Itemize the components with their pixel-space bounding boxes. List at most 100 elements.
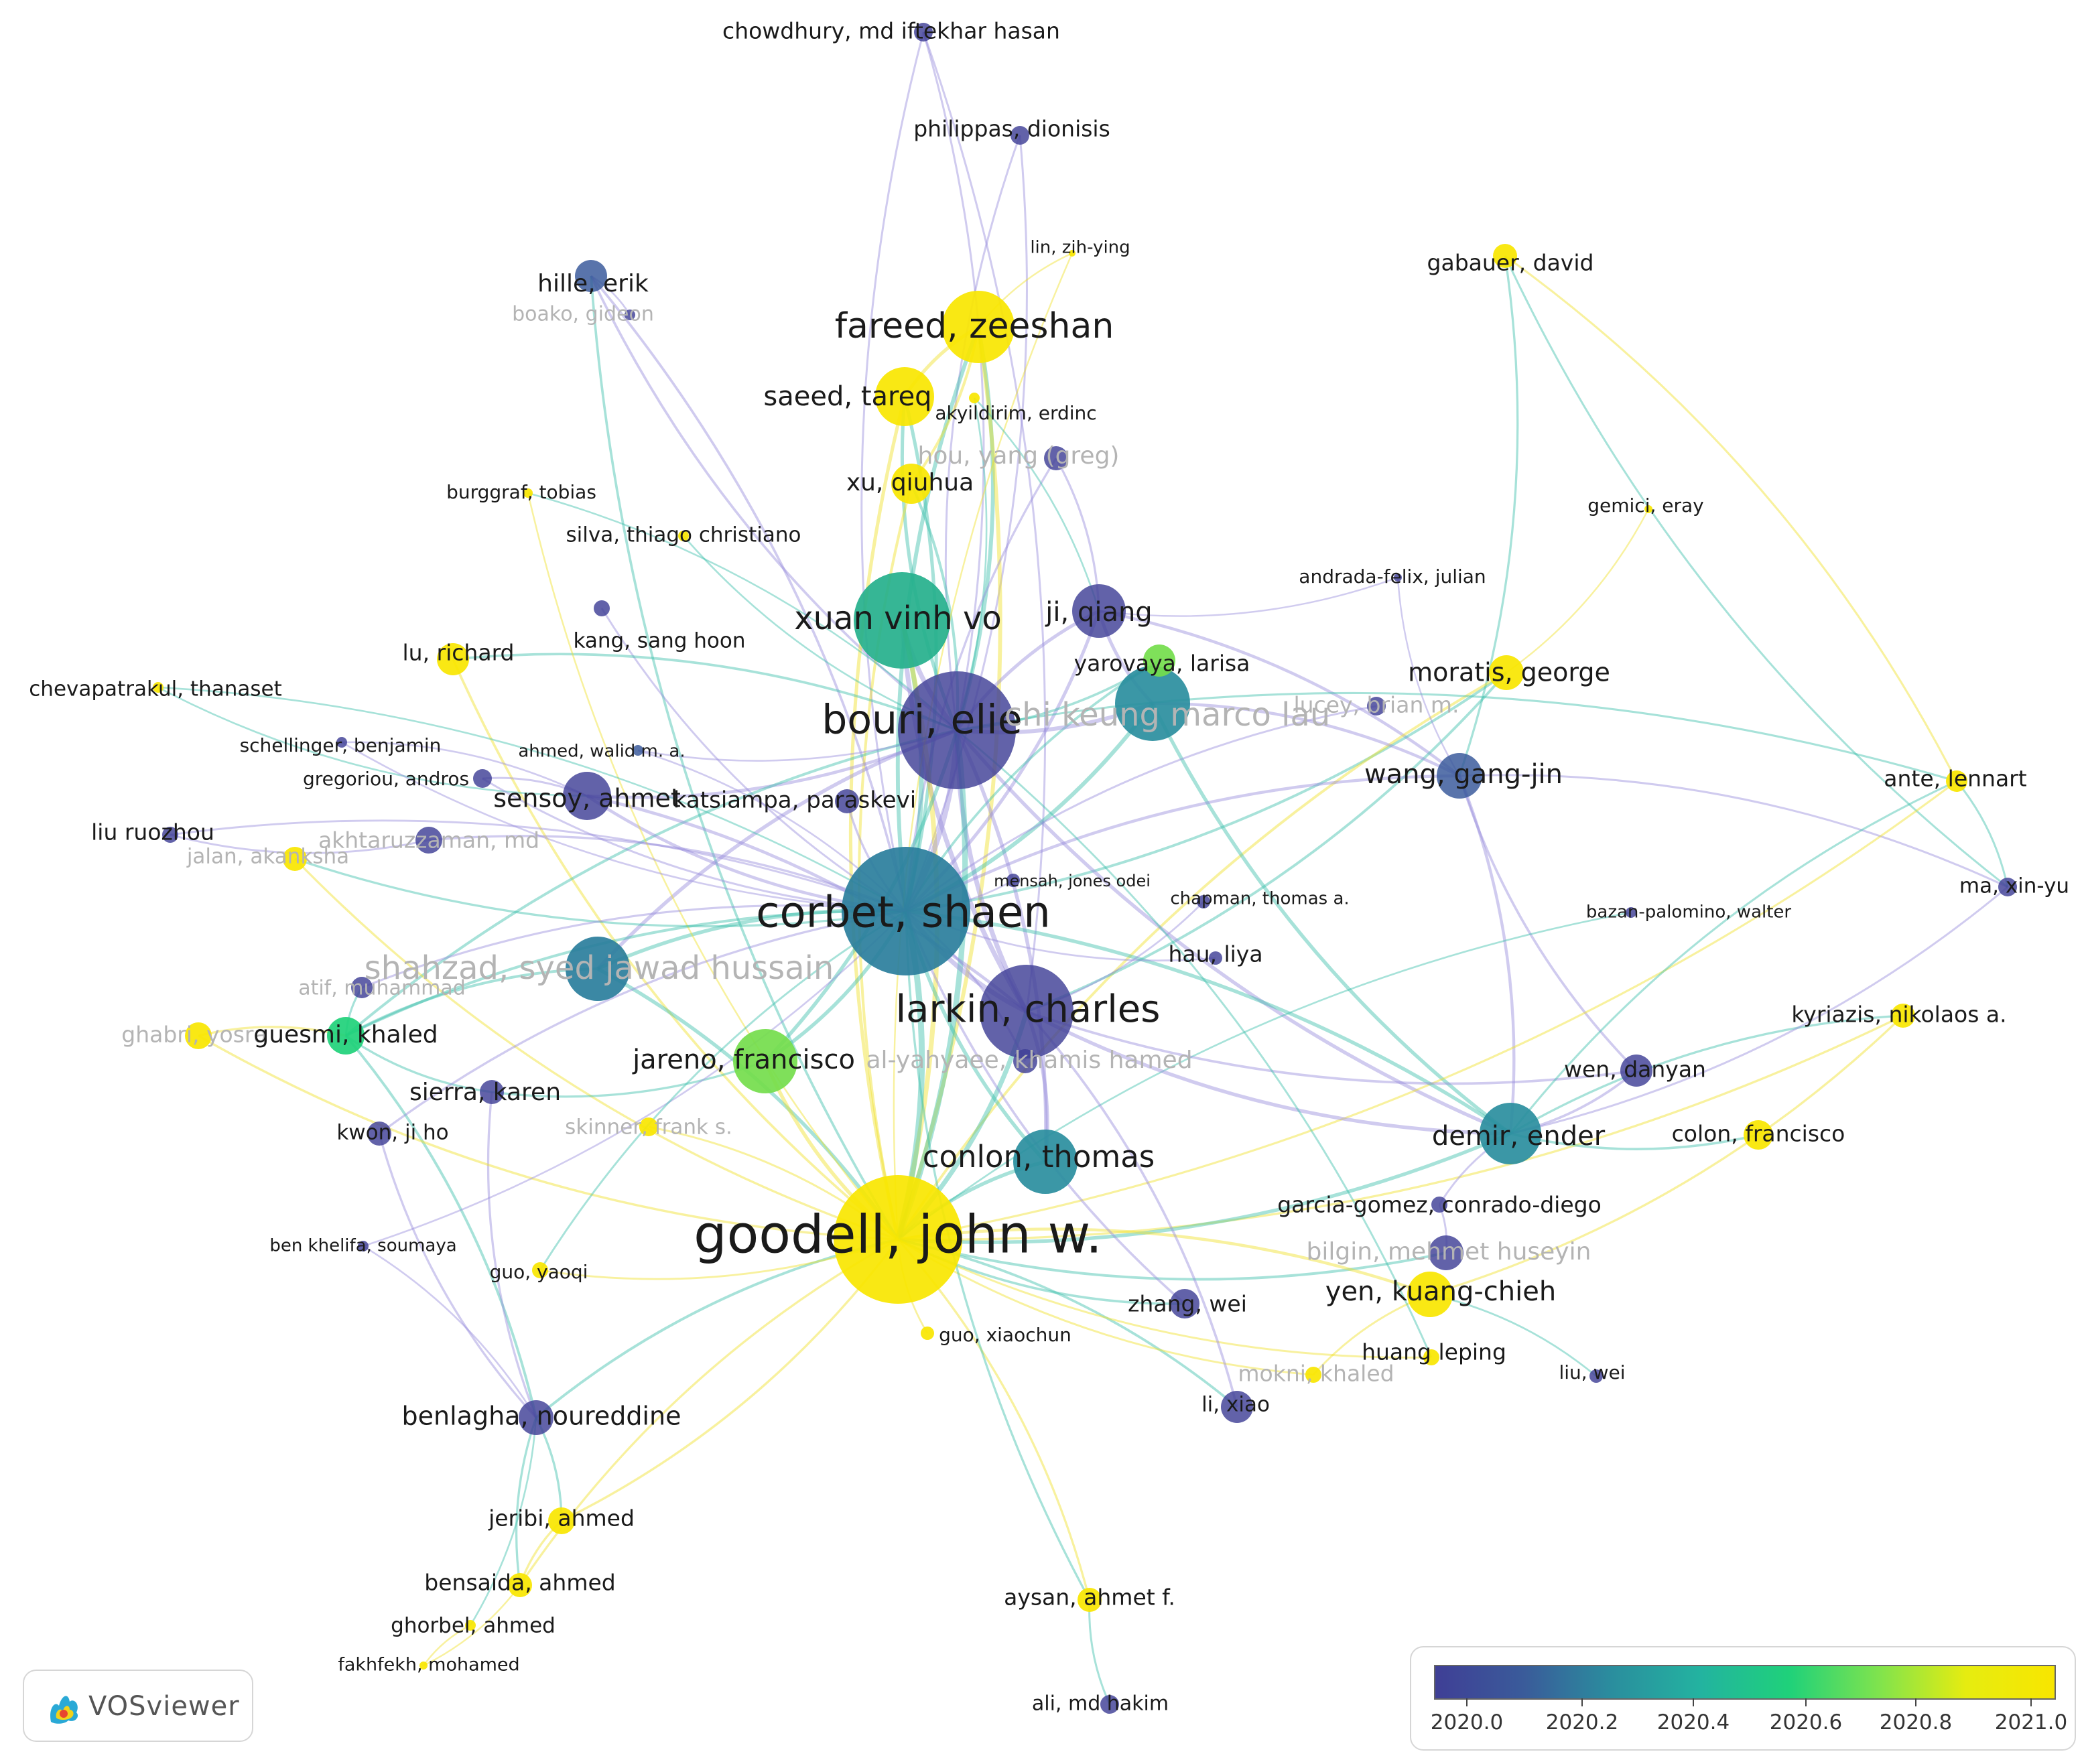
author-node[interactable] <box>508 1573 532 1597</box>
author-node[interactable] <box>1013 1130 1078 1194</box>
author-node[interactable] <box>1367 697 1386 716</box>
author-node[interactable] <box>1100 1695 1119 1714</box>
author-node[interactable] <box>185 1022 212 1049</box>
author-node[interactable] <box>351 977 373 998</box>
coauthor-link <box>428 835 907 912</box>
coauthor-link <box>922 31 1047 1012</box>
author-node[interactable] <box>473 769 492 788</box>
coauthor-link <box>896 326 1002 1240</box>
author-node[interactable] <box>921 1327 934 1340</box>
author-node[interactable] <box>594 600 610 616</box>
author-node[interactable] <box>1221 1391 1253 1423</box>
author-node[interactable] <box>1644 505 1652 513</box>
author-node[interactable] <box>367 1122 391 1146</box>
author-node[interactable] <box>563 772 611 820</box>
author-node[interactable] <box>1489 655 1524 690</box>
author-node[interactable] <box>1407 1272 1453 1317</box>
author-node[interactable] <box>1044 446 1068 470</box>
coauthor-link <box>944 135 1021 731</box>
network-edges <box>157 31 2009 1705</box>
author-node[interactable] <box>523 488 533 498</box>
author-label: moratis, george <box>1408 658 1610 687</box>
coauthor-link <box>905 671 1508 912</box>
coauthor-link <box>1458 775 1638 1072</box>
author-node[interactable] <box>842 847 970 975</box>
author-node[interactable] <box>1891 1004 1915 1028</box>
author-node[interactable] <box>575 260 607 292</box>
coauthor-link <box>1088 1599 1111 1705</box>
author-label: ahmed, walid m. a. <box>518 742 685 762</box>
author-node[interactable] <box>891 464 931 504</box>
coauthor-link <box>345 909 907 1037</box>
author-label: bouri, elie <box>822 697 1022 744</box>
author-node[interactable] <box>548 1507 575 1534</box>
author-node[interactable] <box>1998 878 2017 896</box>
color-legend: 2020.0 2020.2 2020.4 2020.6 2020.8 2021.… <box>1410 1646 2076 1751</box>
author-node[interactable] <box>639 1117 658 1136</box>
author-node[interactable] <box>480 1080 504 1104</box>
author-node[interactable] <box>1143 644 1175 677</box>
author-label: ali, md hakim <box>1032 1692 1169 1716</box>
coauthor-link <box>956 691 1957 783</box>
coauthor-link <box>897 911 1632 1241</box>
coauthor-link <box>897 671 1507 1241</box>
author-node[interactable] <box>1170 1289 1199 1318</box>
author-node[interactable] <box>942 291 1015 363</box>
author-node[interactable] <box>465 1620 476 1631</box>
author-node[interactable] <box>1423 1349 1439 1365</box>
author-node[interactable] <box>1431 1197 1447 1213</box>
author-node[interactable] <box>437 643 469 675</box>
author-node[interactable] <box>1626 907 1636 918</box>
author-node[interactable] <box>914 23 933 42</box>
author-label: guo, yaoqi <box>490 1261 588 1283</box>
author-node[interactable] <box>1493 244 1517 268</box>
author-node[interactable] <box>1069 250 1076 257</box>
author-node[interactable] <box>1946 770 1967 792</box>
author-node[interactable] <box>1209 951 1222 965</box>
author-node[interactable] <box>1011 126 1029 145</box>
author-node[interactable] <box>834 1175 962 1304</box>
author-node[interactable] <box>1744 1120 1773 1150</box>
author-node[interactable] <box>336 737 347 748</box>
author-node[interactable] <box>532 1262 548 1278</box>
author-node[interactable] <box>835 789 859 813</box>
author-node[interactable] <box>678 531 689 541</box>
coauthor-link <box>486 1091 537 1418</box>
author-node[interactable] <box>854 572 950 669</box>
coauthor-link <box>1510 1132 1759 1150</box>
author-node[interactable] <box>1437 753 1482 799</box>
coauthor-link <box>561 1238 899 1522</box>
author-node[interactable] <box>969 393 980 403</box>
coauthor-link <box>491 1060 766 1098</box>
author-node[interactable] <box>1078 1588 1102 1612</box>
author-node[interactable] <box>283 847 307 871</box>
author-node[interactable] <box>875 367 934 426</box>
author-node[interactable] <box>1305 1367 1321 1383</box>
author-node[interactable] <box>162 827 178 843</box>
author-node[interactable] <box>625 310 635 320</box>
author-node[interactable] <box>566 937 630 1001</box>
author-node[interactable] <box>1429 1235 1463 1270</box>
author-node[interactable] <box>519 1400 553 1435</box>
author-node[interactable] <box>633 745 643 756</box>
author-node[interactable] <box>1620 1055 1652 1087</box>
author-node[interactable] <box>419 1661 428 1670</box>
coauthor-link <box>590 275 958 732</box>
author-node[interactable] <box>898 671 1016 789</box>
author-node[interactable] <box>1072 584 1126 638</box>
author-node[interactable] <box>153 682 164 693</box>
author-node[interactable] <box>1394 573 1402 582</box>
author-node[interactable] <box>327 1017 365 1055</box>
author-node[interactable] <box>1006 874 1020 887</box>
author-node[interactable] <box>980 965 1073 1059</box>
author-node[interactable] <box>415 827 442 854</box>
author-node[interactable] <box>1589 1369 1603 1383</box>
author-node[interactable] <box>1197 895 1210 908</box>
author-node[interactable] <box>1115 666 1190 741</box>
author-node[interactable] <box>733 1029 797 1093</box>
author-node[interactable] <box>358 1241 369 1251</box>
author-label: wang, gang-jin <box>1364 759 1563 790</box>
author-node[interactable] <box>1480 1103 1541 1164</box>
author-node[interactable] <box>1013 1049 1037 1073</box>
